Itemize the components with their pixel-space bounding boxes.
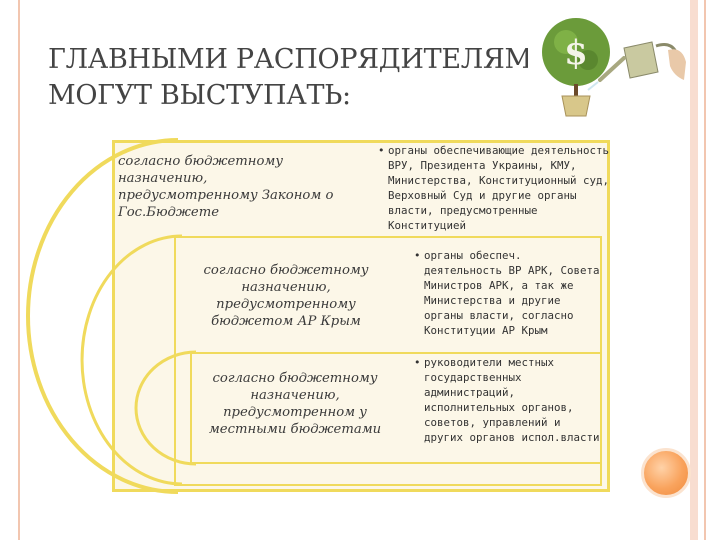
level-label-state: согласно бюджетному назначению, предусмо…	[118, 154, 334, 220]
bullet-crimea-text: органы обеспеч. деятельность ВР АРК, Сов…	[424, 249, 600, 337]
local-level-panel	[190, 352, 602, 464]
right-decor-stripe	[690, 0, 698, 540]
bullet-crimea: • органы обеспеч. деятельность ВР АРК, С…	[414, 248, 604, 338]
bullet-local-text: руководители местных государственных адм…	[424, 356, 600, 444]
right-decor-line	[704, 0, 706, 540]
orange-circle-decor	[641, 448, 691, 498]
slide-title-line-2: МОГУТ ВЫСТУПАТЬ:	[48, 80, 351, 111]
bullet-state-text: органы обеспечивающие деятельность ВРУ, …	[388, 144, 610, 232]
bullet-state: • органы обеспечивающие деятельность ВРУ…	[378, 143, 614, 233]
inner-arc	[134, 350, 197, 466]
level-label-local: согласно бюджетному назначению, предусмо…	[208, 371, 382, 437]
outer-arc	[26, 138, 179, 494]
bullet-dot: •	[414, 249, 421, 262]
watering-can-icon	[587, 41, 680, 91]
bullet-local: • руководители местных государственных а…	[414, 355, 602, 445]
slide-title-line-1: ГЛАВНЫМИ РАСПОРЯДИТЕЛЯМИ	[48, 44, 528, 75]
level-label-crimea: согласно бюджетному назначению, предусмо…	[203, 263, 369, 329]
left-decor-stripe	[18, 0, 20, 540]
money-plant-watering-icon: $	[542, 18, 686, 117]
dollar-symbol: $	[564, 33, 588, 73]
middle-arc	[80, 234, 183, 486]
slide-title: ГЛАВНЫМИ РАСПОРЯДИТЕЛЯМИ МОГУТ ВЫСТУПАТЬ…	[48, 42, 528, 114]
bullet-dot: •	[378, 144, 385, 157]
bullet-dot: •	[414, 356, 421, 369]
